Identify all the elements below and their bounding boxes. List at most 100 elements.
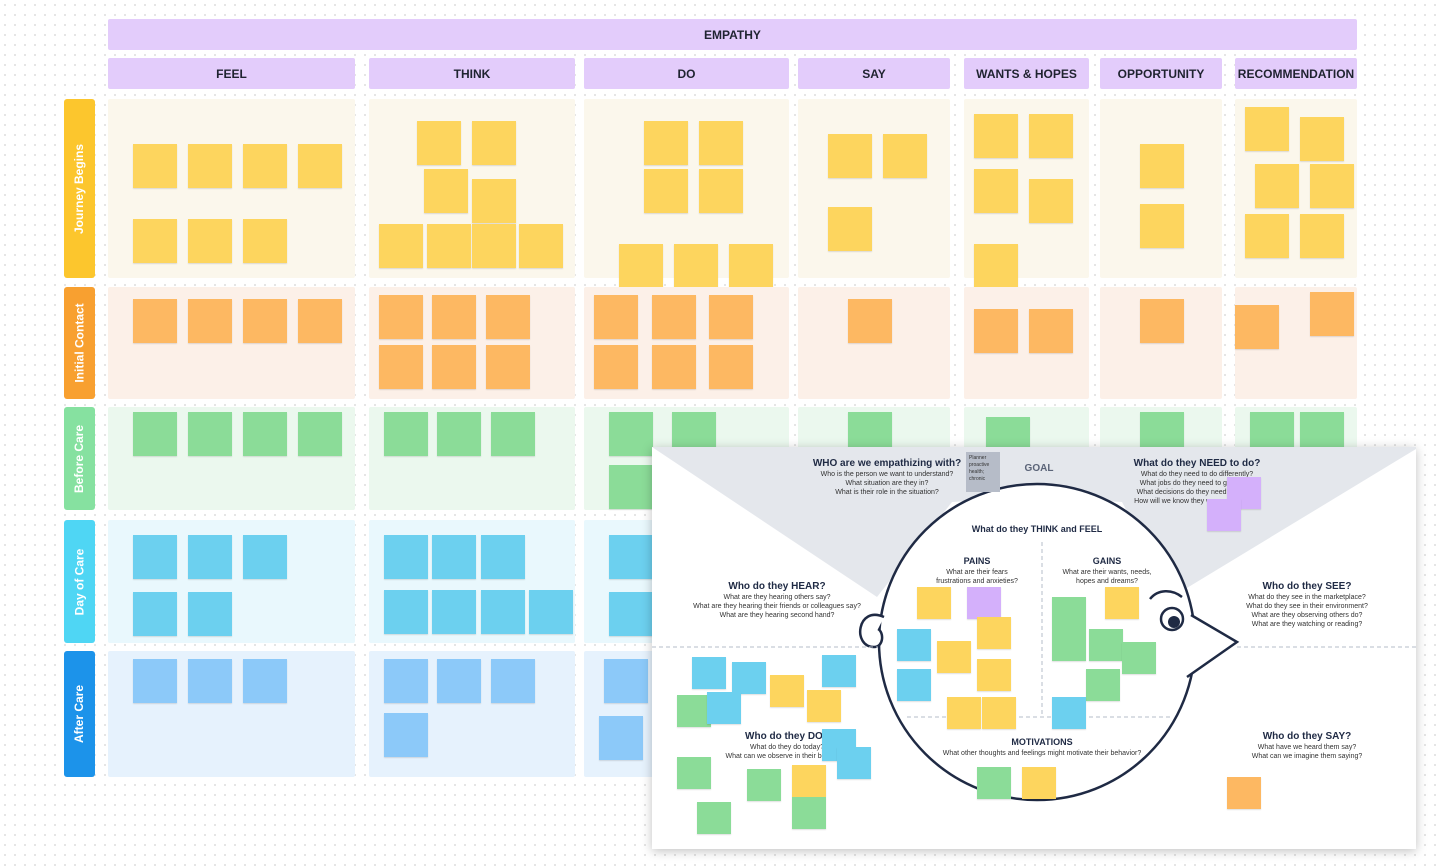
sticky-note[interactable] (188, 535, 232, 579)
sticky-note[interactable] (188, 412, 232, 456)
sticky-note[interactable] (437, 412, 481, 456)
sticky-note[interactable] (298, 299, 342, 343)
canvas-sticky-note[interactable] (1052, 697, 1086, 729)
canvas-sticky-note[interactable] (822, 655, 856, 687)
sticky-note[interactable] (644, 121, 688, 165)
sticky-note[interactable] (491, 412, 535, 456)
canvas-sticky-note[interactable] (982, 697, 1016, 729)
sticky-note[interactable] (609, 412, 653, 456)
canvas-sticky-note[interactable] (677, 757, 711, 789)
sticky-note[interactable] (243, 144, 287, 188)
sticky-note[interactable] (709, 295, 753, 339)
canvas-sticky-note[interactable] (707, 692, 741, 724)
canvas-sticky-note[interactable] (1089, 629, 1123, 661)
sticky-note[interactable] (1245, 107, 1289, 151)
sticky-note[interactable] (384, 535, 428, 579)
sticky-note[interactable] (1310, 292, 1354, 336)
sticky-note[interactable] (417, 121, 461, 165)
sticky-note[interactable] (424, 169, 468, 213)
sticky-note[interactable] (652, 295, 696, 339)
sticky-note[interactable] (1255, 164, 1299, 208)
sticky-note[interactable] (1300, 214, 1344, 258)
sticky-note[interactable] (384, 590, 428, 634)
sticky-note[interactable] (974, 169, 1018, 213)
sticky-note[interactable] (1300, 117, 1344, 161)
sticky-note[interactable] (472, 224, 516, 268)
sticky-note[interactable] (379, 224, 423, 268)
canvas-sticky-note[interactable] (947, 697, 981, 729)
canvas-sticky-note[interactable] (770, 675, 804, 707)
canvas-sticky-note[interactable] (1227, 777, 1261, 809)
sticky-note[interactable] (432, 345, 476, 389)
sticky-note[interactable] (1140, 204, 1184, 248)
canvas-sticky-note[interactable] (732, 662, 766, 694)
sticky-note[interactable] (1235, 305, 1279, 349)
sticky-note[interactable] (594, 345, 638, 389)
sticky-note[interactable] (298, 412, 342, 456)
sticky-note[interactable] (529, 590, 573, 634)
sticky-note[interactable] (133, 144, 177, 188)
sticky-note[interactable] (729, 244, 773, 288)
sticky-note[interactable] (883, 134, 927, 178)
sticky-note[interactable] (1029, 114, 1073, 158)
canvas-sticky-note[interactable] (967, 587, 1001, 619)
canvas-sticky-note[interactable] (792, 797, 826, 829)
sticky-note[interactable] (472, 179, 516, 223)
canvas-sticky-note[interactable] (1122, 642, 1156, 674)
sticky-note[interactable] (298, 144, 342, 188)
sticky-note[interactable] (133, 592, 177, 636)
sticky-note[interactable] (699, 169, 743, 213)
sticky-note[interactable] (384, 713, 428, 757)
sticky-note[interactable] (243, 535, 287, 579)
canvas-sticky-note[interactable] (792, 765, 826, 797)
canvas-sticky-note[interactable] (1207, 499, 1241, 531)
empathy-map-canvas[interactable]: WHO are we empathizing with? Who is the … (652, 447, 1416, 849)
sticky-note[interactable] (674, 244, 718, 288)
sticky-note[interactable] (828, 134, 872, 178)
canvas-sticky-note[interactable] (977, 617, 1011, 649)
sticky-note[interactable] (472, 121, 516, 165)
sticky-note[interactable] (243, 219, 287, 263)
sticky-note[interactable] (432, 535, 476, 579)
sticky-note[interactable] (519, 224, 563, 268)
sticky-note[interactable] (481, 535, 525, 579)
canvas-sticky-note[interactable] (1105, 587, 1139, 619)
canvas-sticky-note[interactable] (897, 629, 931, 661)
sticky-note[interactable] (384, 659, 428, 703)
sticky-note[interactable] (619, 244, 663, 288)
canvas-sticky-note[interactable] (677, 695, 711, 727)
canvas-sticky-note[interactable] (897, 669, 931, 701)
sticky-note[interactable] (243, 659, 287, 703)
sticky-note[interactable] (1310, 164, 1354, 208)
sticky-note[interactable] (133, 219, 177, 263)
canvas-sticky-note[interactable] (977, 659, 1011, 691)
sticky-note[interactable] (188, 659, 232, 703)
canvas-sticky-note[interactable] (977, 767, 1011, 799)
canvas-sticky-note[interactable] (1052, 629, 1086, 661)
sticky-note[interactable] (1140, 299, 1184, 343)
canvas-sticky-note[interactable] (747, 769, 781, 801)
sticky-note[interactable] (699, 121, 743, 165)
sticky-note[interactable] (427, 224, 471, 268)
sticky-note[interactable] (188, 299, 232, 343)
sticky-note[interactable] (379, 295, 423, 339)
sticky-note[interactable] (133, 535, 177, 579)
canvas-sticky-note[interactable] (917, 587, 951, 619)
sticky-note[interactable] (652, 345, 696, 389)
canvas-sticky-note[interactable] (1052, 597, 1086, 629)
sticky-note[interactable] (828, 207, 872, 251)
sticky-note[interactable] (609, 465, 653, 509)
sticky-note[interactable] (848, 299, 892, 343)
sticky-note[interactable] (133, 412, 177, 456)
sticky-note[interactable] (188, 219, 232, 263)
sticky-note[interactable] (709, 345, 753, 389)
sticky-note[interactable] (609, 592, 653, 636)
sticky-note[interactable] (481, 590, 525, 634)
sticky-note[interactable] (243, 412, 287, 456)
sticky-note[interactable] (974, 309, 1018, 353)
sticky-note[interactable] (609, 535, 653, 579)
sticky-note[interactable] (133, 299, 177, 343)
sticky-note[interactable] (974, 114, 1018, 158)
canvas-sticky-note[interactable] (837, 747, 871, 779)
canvas-sticky-note[interactable] (937, 641, 971, 673)
